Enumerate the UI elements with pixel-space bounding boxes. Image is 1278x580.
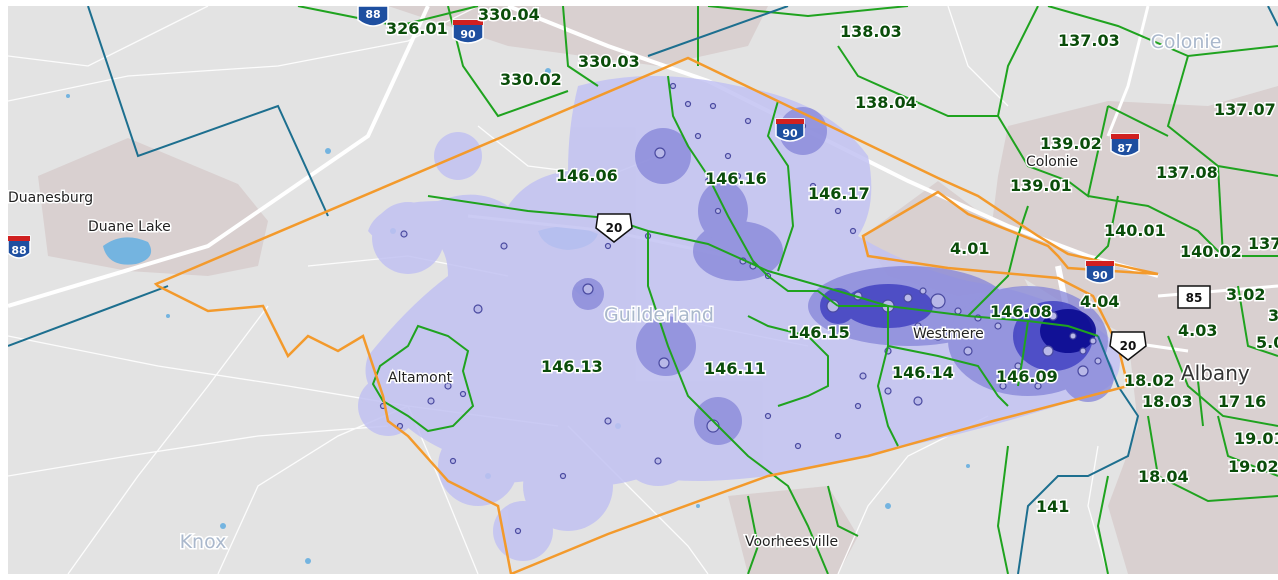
tract-label: 146.08 — [990, 302, 1052, 321]
svg-text:88: 88 — [365, 8, 380, 21]
duane-lake-water — [103, 237, 152, 265]
tract-label: 3.02 — [1226, 285, 1265, 304]
shield-i87: 87 — [1110, 133, 1140, 157]
place-label-albany: Albany — [1181, 361, 1250, 385]
place-label-duane-lake: Duane Lake — [88, 219, 171, 235]
svg-text:90: 90 — [460, 28, 476, 41]
tract-label: 146.09 — [996, 367, 1058, 386]
albany-urban-area — [988, 86, 1278, 574]
tract-label: 146.13 — [541, 357, 603, 376]
county-boundary — [8, 6, 1278, 574]
svg-text:87: 87 — [1117, 142, 1132, 155]
shield-i90-mid: 90 — [775, 118, 805, 142]
tract-label: 146.15 — [788, 323, 850, 342]
tract-label: 19.02 — [1228, 457, 1278, 476]
sample-points — [379, 82, 1102, 535]
voorheesville-urban-area — [728, 486, 858, 574]
tract-labels: 326.01 330.04 330.03 330.02 138.03 138.0… — [385, 6, 1278, 518]
place-label-duanesburg: Duanesburg — [8, 190, 93, 206]
svg-text:88: 88 — [11, 244, 26, 257]
map-canvas[interactable]: 88 90 90 87 90 88 20 20 85 Colonie Guild… — [8, 6, 1278, 574]
tract-label: 146.14 — [892, 363, 954, 382]
shield-us20-west: 20 — [595, 213, 633, 243]
tract-label: 326.01 — [386, 19, 448, 38]
svg-text:85: 85 — [1186, 291, 1203, 305]
tract-label: 18.02 — [1124, 371, 1175, 390]
tract-label: 138.03 — [840, 22, 902, 41]
i88-road — [8, 6, 430, 308]
guilderland-town-boundary — [153, 56, 1159, 574]
duanesburg-urban-area — [38, 138, 268, 276]
tract-label: 18.04 — [1138, 467, 1189, 486]
tract-label: 141 — [1036, 497, 1069, 516]
tract-label: 17 — [1218, 392, 1240, 411]
tract-label: 137.07 — [1214, 100, 1276, 119]
i87-road — [1106, 6, 1150, 137]
tract-label: 19.01 — [1234, 429, 1278, 448]
town-label-knox: Knox — [180, 531, 227, 553]
tract-label: 330.02 — [500, 70, 562, 89]
tract-label: 137.03 — [1058, 31, 1120, 50]
tract-label: 140.01 — [1104, 221, 1166, 240]
svg-text:90: 90 — [1092, 269, 1108, 282]
svg-text:90: 90 — [782, 127, 798, 140]
tract-label: 138.04 — [855, 93, 917, 112]
tract-label: 5.0 — [1256, 333, 1278, 352]
tract-label: 137.08 — [1156, 163, 1218, 182]
tract-label: 330.03 — [578, 52, 640, 71]
tract-label: 146.06 — [556, 166, 618, 185]
place-label-colonie: Colonie — [1026, 154, 1078, 170]
tract-label: 330.04 — [478, 6, 540, 24]
shield-i90-east: 90 — [1085, 260, 1115, 284]
tract-label: 4.03 — [1178, 321, 1217, 340]
town-label-colonie: Colonie — [1151, 31, 1222, 53]
svg-text:20: 20 — [606, 221, 623, 235]
place-label-altamont: Altamont — [388, 370, 453, 386]
shield-i88-left: 88 — [8, 235, 31, 259]
tract-label: 18.03 — [1142, 392, 1193, 411]
shield-us20-east: 20 — [1109, 331, 1147, 361]
town-label-guilderland: Guilderland — [604, 304, 714, 326]
tract-label: 139.01 — [1010, 176, 1072, 195]
shield-i90-top: 90 — [452, 19, 484, 44]
density-layer — [358, 76, 1120, 561]
tract-label: 4.04 — [1080, 292, 1119, 311]
tract-label: 16 — [1244, 392, 1266, 411]
svg-text:20: 20 — [1120, 339, 1137, 353]
tract-boundaries — [297, 6, 1278, 574]
tract-label: 146.16 — [705, 169, 767, 188]
place-label-westmere: Westmere — [913, 326, 984, 342]
tract-label: 3 — [1268, 306, 1278, 325]
shield-i88-top: 88 — [357, 6, 389, 27]
tract-label: 137 — [1248, 234, 1278, 253]
tract-label: 139.02 — [1040, 134, 1102, 153]
map-view[interactable]: 88 90 90 87 90 88 20 20 85 Colonie Guild… — [8, 6, 1278, 574]
tract-label: 4.01 — [950, 239, 989, 258]
tract-label: 140.02 — [1180, 242, 1242, 261]
place-label-voorheesville: Voorheesville — [745, 534, 838, 550]
tract-label: 146.11 — [704, 359, 766, 378]
tract-label: 146.17 — [808, 184, 870, 203]
urban-areas — [38, 6, 1278, 574]
shield-route-85: 85 — [1177, 285, 1211, 309]
